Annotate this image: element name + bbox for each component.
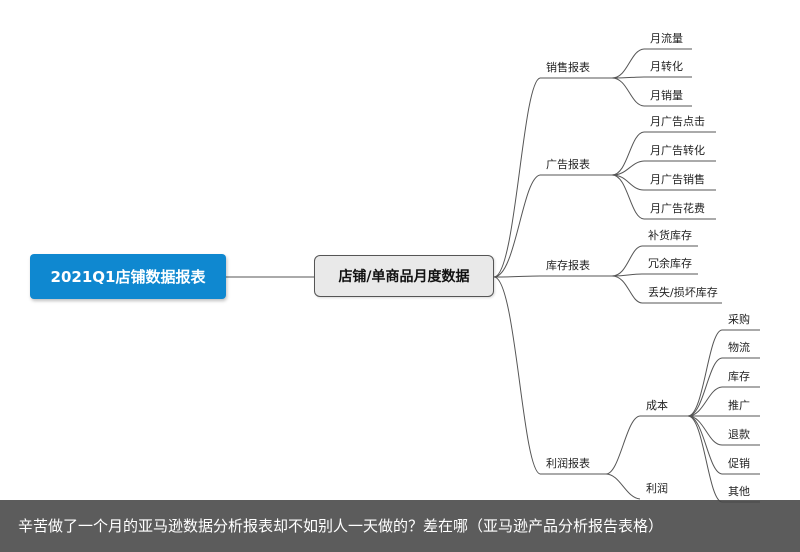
leaf-monthly-conversion[interactable]: 月转化 (650, 60, 683, 73)
leaf-purchasing[interactable]: 采购 (728, 313, 750, 326)
leaf-ad-sales[interactable]: 月广告销售 (650, 173, 705, 186)
branch-inventory-report[interactable]: 库存报表 (546, 259, 590, 272)
caption-banner: 辛苦做了一个月的亚马逊数据分析报表却不如别人一天做的？差在哪（亚马逊产品分析报告… (0, 500, 800, 552)
leaf-discounts[interactable]: 促销 (728, 457, 750, 470)
leaf-refunds[interactable]: 退款 (728, 428, 750, 441)
leaf-lost-damaged-inventory[interactable]: 丢失/损坏库存 (648, 286, 718, 299)
leaf-restock-inventory[interactable]: 补货库存 (648, 229, 692, 242)
branch-profit-report[interactable]: 利润报表 (546, 457, 590, 470)
root-topic[interactable]: 2021Q1店铺数据报表 (30, 254, 226, 299)
branch-ads-report[interactable]: 广告报表 (546, 158, 590, 171)
leaf-other[interactable]: 其他 (728, 485, 750, 498)
leaf-ad-spend[interactable]: 月广告花费 (650, 202, 705, 215)
branch-sales-report[interactable]: 销售报表 (546, 61, 590, 74)
central-topic[interactable]: 店铺/单商品月度数据 (314, 255, 494, 297)
node-cost[interactable]: 成本 (646, 399, 668, 412)
leaf-monthly-traffic[interactable]: 月流量 (650, 32, 683, 45)
leaf-storage[interactable]: 库存 (728, 370, 750, 383)
leaf-ad-conversion[interactable]: 月广告转化 (650, 144, 705, 157)
node-profit-partial[interactable]: 利润 (646, 482, 668, 495)
leaf-logistics[interactable]: 物流 (728, 341, 750, 354)
leaf-promotion[interactable]: 推广 (728, 399, 750, 412)
leaf-ad-clicks[interactable]: 月广告点击 (650, 115, 705, 128)
leaf-excess-inventory[interactable]: 冗余库存 (648, 257, 692, 270)
leaf-monthly-sales[interactable]: 月销量 (650, 89, 683, 102)
